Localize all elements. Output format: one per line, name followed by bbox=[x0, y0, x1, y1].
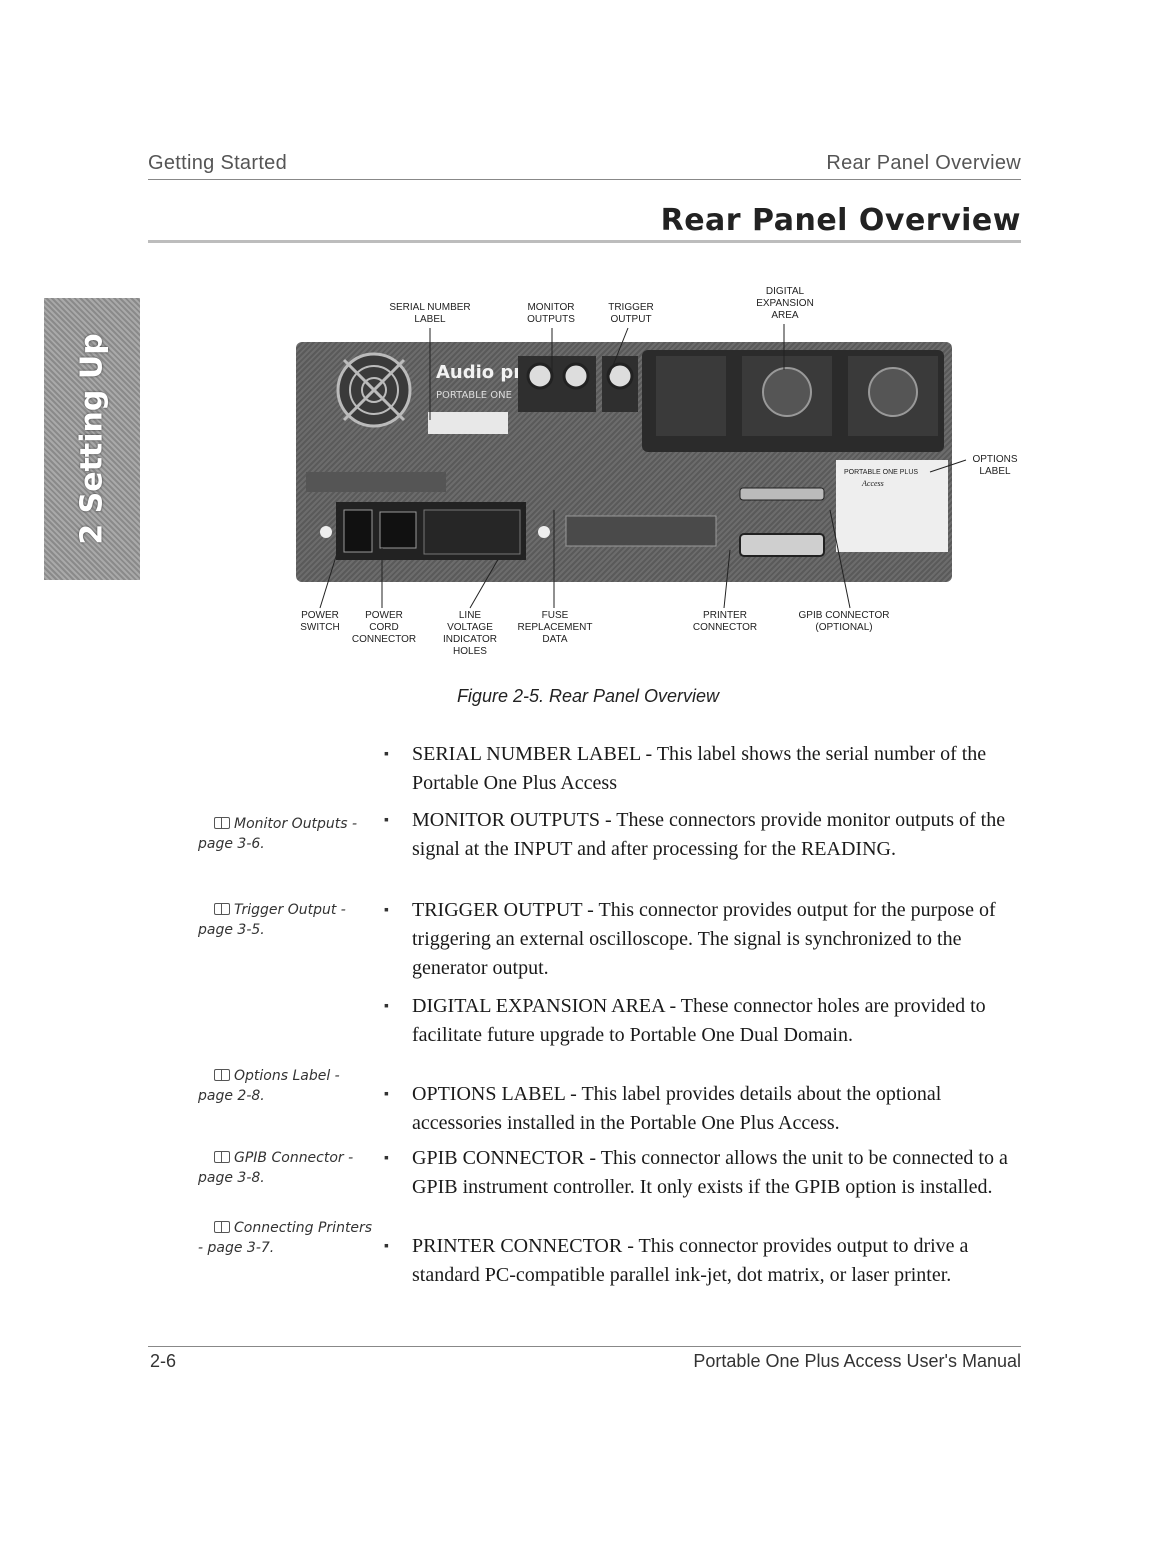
book-icon bbox=[214, 1221, 230, 1233]
fan-grille-icon bbox=[336, 352, 412, 428]
margin-note-text: Trigger Output - page 3-5. bbox=[198, 902, 346, 938]
list-item: ▪ OPTIONS LABEL - This label provides de… bbox=[384, 1080, 1024, 1138]
running-header-right: Rear Panel Overview bbox=[826, 152, 1021, 174]
callout-leader-lines bbox=[319, 324, 967, 609]
figure-caption: Figure 2-5. Rear Panel Overview bbox=[456, 686, 720, 706]
printer-connector bbox=[739, 533, 825, 557]
gpib-connector bbox=[739, 487, 825, 501]
margin-note-text: GPIB Connector - page 3-8. bbox=[198, 1150, 354, 1186]
list-item-text: TRIGGER OUTPUT - This connector provides… bbox=[412, 899, 996, 979]
margin-note-gpib-connector[interactable]: GPIB Connector - page 3-8. bbox=[198, 1148, 378, 1188]
rear-panel-photo: Audio precision PORTABLE ONE bbox=[296, 342, 952, 582]
callout-trigger-output: TRIGGER OUTPUT bbox=[608, 302, 654, 325]
serial-number-label-plate bbox=[428, 412, 508, 434]
monitor-output-connectors bbox=[518, 356, 596, 412]
margin-note-text: Monitor Outputs - page 3-6. bbox=[198, 816, 358, 852]
bullet-marker: ▪ bbox=[384, 1087, 389, 1102]
margin-note-options-label[interactable]: Options Label - page 2-8. bbox=[198, 1066, 378, 1106]
bullet-marker: ▪ bbox=[384, 1239, 389, 1254]
callout-power-switch: POWER SWITCH bbox=[300, 610, 340, 633]
callout-options-label: OPTIONS LABEL bbox=[972, 454, 1018, 477]
book-icon bbox=[214, 1069, 230, 1081]
list-item: ▪ SERIAL NUMBER LABEL - This label shows… bbox=[384, 740, 1024, 798]
footer-manual-title: Portable One Plus Access User's Manual bbox=[693, 1351, 1021, 1371]
callout-serial-number-label: SERIAL NUMBER LABEL bbox=[389, 302, 471, 325]
margin-note-monitor-outputs[interactable]: Monitor Outputs - page 3-6. bbox=[198, 814, 378, 854]
list-item-text: GPIB CONNECTOR - This connector allows t… bbox=[412, 1147, 1008, 1198]
bullet-marker: ▪ bbox=[384, 999, 389, 1014]
list-item: ▪ MONITOR OUTPUTS - These connectors pro… bbox=[384, 806, 1024, 864]
fuse-replacement-data-plate bbox=[565, 515, 717, 547]
list-item-text: SERIAL NUMBER LABEL - This label shows t… bbox=[412, 743, 987, 794]
list-item-text: OPTIONS LABEL - This label provides deta… bbox=[412, 1083, 942, 1134]
options-label-plate: PORTABLE ONE PLUS Access bbox=[836, 460, 948, 552]
chapter-side-tab: 2 Setting Up bbox=[44, 298, 140, 580]
page-title: Rear Panel Overview bbox=[660, 203, 1021, 238]
margin-note-text: Connecting Printers - page 3-7. bbox=[198, 1220, 373, 1256]
footer-rule bbox=[148, 1346, 1021, 1347]
title-rule bbox=[148, 240, 1021, 243]
options-label-subtitle: Access bbox=[861, 479, 884, 488]
list-item-text: DIGITAL EXPANSION AREA - These connector… bbox=[412, 995, 986, 1046]
chapter-side-tab-label: 2 Setting Up bbox=[74, 333, 110, 545]
margin-note-text: Options Label - page 2-8. bbox=[198, 1068, 340, 1104]
list-item: ▪ TRIGGER OUTPUT - This connector provid… bbox=[384, 896, 1024, 983]
screw-right bbox=[538, 526, 550, 538]
callout-line-voltage-indicator-holes: LINE VOLTAGE INDICATOR HOLES bbox=[442, 610, 498, 657]
bullet-marker: ▪ bbox=[384, 813, 389, 828]
fuse-holder bbox=[423, 509, 521, 555]
product-name: PORTABLE ONE bbox=[436, 390, 512, 401]
list-item: ▪ PRINTER CONNECTOR - This connector pro… bbox=[384, 1232, 1024, 1290]
rear-panel-drawing: Audio precision PORTABLE ONE bbox=[306, 350, 948, 560]
power-switch bbox=[343, 509, 373, 553]
callout-fuse-replacement-data: FUSE REPLACEMENT DATA bbox=[517, 610, 593, 645]
margin-note-trigger-output[interactable]: Trigger Output - page 3-5. bbox=[198, 900, 378, 940]
bullet-marker: ▪ bbox=[384, 1151, 389, 1166]
book-icon bbox=[214, 1151, 230, 1163]
power-cord-connector bbox=[379, 511, 417, 549]
screw-left bbox=[320, 526, 332, 538]
trigger-output-connector bbox=[602, 356, 638, 412]
digital-expansion-area bbox=[642, 350, 944, 452]
page-number: 2-6 bbox=[150, 1351, 177, 1371]
bullet-marker: ▪ bbox=[384, 747, 389, 762]
options-label-title: PORTABLE ONE PLUS bbox=[844, 469, 918, 476]
running-header-left: Getting Started bbox=[148, 152, 288, 174]
list-item: ▪ GPIB CONNECTOR - This connector allows… bbox=[384, 1144, 1024, 1202]
line-voltage-indicator-holes bbox=[306, 472, 446, 492]
callout-power-cord-connector: POWER CORD CONNECTOR bbox=[351, 610, 417, 645]
rear-panel-figure: SERIAL NUMBER LABEL MONITOR OUTPUTS TRIG… bbox=[290, 280, 1030, 660]
book-icon bbox=[214, 903, 230, 915]
bullet-marker: ▪ bbox=[384, 903, 389, 918]
callout-digital-expansion-area: DIGITAL EXPANSION AREA bbox=[756, 286, 814, 321]
list-item-text: PRINTER CONNECTOR - This connector provi… bbox=[412, 1235, 969, 1286]
header-rule bbox=[148, 179, 1021, 180]
callout-printer-connector: PRINTER CONNECTOR bbox=[692, 610, 758, 633]
book-icon bbox=[214, 817, 230, 829]
margin-note-connecting-printers[interactable]: Connecting Printers - page 3-7. bbox=[198, 1218, 378, 1258]
list-item: ▪ DIGITAL EXPANSION AREA - These connect… bbox=[384, 992, 1024, 1050]
callout-monitor-outputs: MONITOR OUTPUTS bbox=[527, 302, 575, 325]
list-item-text: MONITOR OUTPUTS - These connectors provi… bbox=[412, 809, 1006, 860]
callout-gpib-connector: GPIB CONNECTOR (OPTIONAL) bbox=[798, 610, 890, 633]
